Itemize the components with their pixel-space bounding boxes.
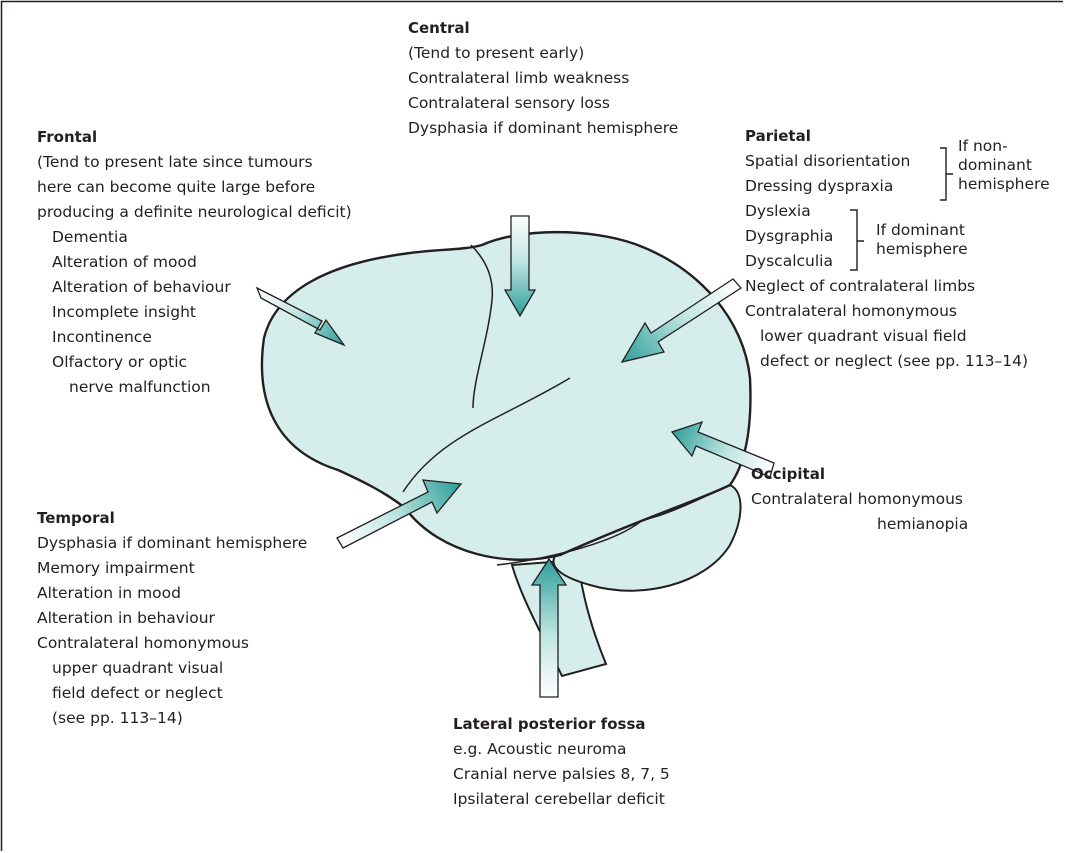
- parietal-nondominant-item: Dressing dyspraxia: [745, 177, 894, 195]
- frontal-item: Alteration of mood: [52, 253, 197, 271]
- frontal-item: Incontinence: [52, 328, 152, 346]
- parietal-item-continuation: defect or neglect (see pp. 113–14): [760, 352, 1029, 370]
- central-heading: Central: [408, 19, 470, 37]
- temporal-item: Alteration in mood: [37, 584, 181, 602]
- temporal-item-continuation: upper quadrant visual: [52, 659, 224, 677]
- parietal-other-item: Neglect of contralateral limbs: [745, 277, 976, 295]
- parietal-other-item: Contralateral homonymous: [745, 302, 957, 320]
- parietal-dominant-note-line: If dominant: [876, 221, 965, 239]
- cerebrum: [260, 230, 752, 561]
- temporal-item-continuation: field defect or neglect: [52, 684, 223, 702]
- occipital-arrow: [670, 420, 775, 478]
- frontal-intro-line: (Tend to present late since tumours: [37, 153, 313, 171]
- parietal-nondominant-note-line: If non-: [958, 137, 1008, 155]
- temporal-item: Alteration in behaviour: [37, 609, 215, 627]
- central-line: Dysphasia if dominant hemisphere: [408, 119, 679, 137]
- parietal-nondominant-bracket: [940, 147, 953, 201]
- frontal-item: Alteration of behaviour: [52, 278, 231, 296]
- parietal-dominant-item: Dysgraphia: [745, 227, 834, 245]
- temporal-heading: Temporal: [37, 509, 115, 527]
- parietal-label-block: Parietal Spatial disorientation Dressing…: [745, 124, 1028, 374]
- central-sulcus: [470, 244, 494, 409]
- parietal-heading: Parietal: [745, 127, 811, 145]
- frontal-item: Incomplete insight: [52, 303, 196, 321]
- posterior-fossa-line: Cranial nerve palsies 8, 7, 5: [453, 765, 670, 783]
- parietal-nondominant-item: Spatial disorientation: [745, 152, 911, 170]
- temporal-label-block: Temporal Dysphasia if dominant hemispher…: [37, 506, 307, 731]
- central-arrow: [503, 215, 537, 318]
- brain-stem: [510, 558, 608, 678]
- temporal-item: Dysphasia if dominant hemisphere: [37, 534, 308, 552]
- frontal-intro-line: producing a definite neurological defici…: [37, 203, 352, 221]
- lateral-fissure: [402, 377, 571, 493]
- occipital-line-continuation: hemianopia: [877, 515, 969, 533]
- frontal-arrow: [255, 286, 346, 347]
- parietal-dominant-bracket: [850, 209, 864, 271]
- frontal-label-block: Frontal (Tend to present late since tumo…: [37, 125, 352, 400]
- posterior-fossa-arrow: [530, 557, 568, 698]
- parietal-arrow: [620, 278, 742, 363]
- parietal-nondominant-note-line: dominant: [958, 156, 1032, 174]
- parietal-dominant-item: Dyslexia: [745, 202, 811, 220]
- occipital-line: Contralateral homonymous: [751, 490, 963, 508]
- posterior-fossa-line: e.g. Acoustic neuroma: [453, 740, 627, 758]
- posterior-fossa-label-block: Lateral posterior fossa e.g. Acoustic ne…: [453, 712, 670, 812]
- occipital-heading: Occipital: [751, 465, 825, 483]
- parietal-nondominant-note: If non- dominant hemisphere: [958, 137, 1050, 194]
- parietal-dominant-item: Dyscalculia: [745, 252, 833, 270]
- central-line: (Tend to present early): [408, 44, 585, 62]
- frontal-item: Olfactory or optic: [52, 353, 188, 371]
- frontal-intro-line: here can become quite large before: [37, 178, 316, 196]
- parietal-nondominant-note-line: hemisphere: [958, 175, 1050, 193]
- occipital-label-block: Occipital Contralateral homonymous hemia…: [751, 462, 968, 537]
- temporal-item-continuation: (see pp. 113–14): [52, 709, 183, 727]
- central-label-block: Central (Tend to present early) Contrala…: [408, 16, 678, 141]
- central-line: Contralateral sensory loss: [408, 94, 611, 112]
- frontal-item-continuation: nerve malfunction: [69, 378, 211, 396]
- frontal-heading: Frontal: [37, 128, 98, 146]
- posterior-fossa-line: Ipsilateral cerebellar deficit: [453, 790, 665, 808]
- central-line: Contralateral limb weakness: [408, 69, 630, 87]
- parietal-dominant-note-line: hemisphere: [876, 240, 968, 258]
- temporal-arrow: [336, 479, 463, 549]
- temporal-lower-line: [496, 521, 641, 566]
- parietal-dominant-note: If dominant hemisphere: [876, 221, 968, 259]
- frontal-item: Dementia: [52, 228, 128, 246]
- parietal-item-continuation: lower quadrant visual field: [760, 327, 967, 345]
- temporal-item: Contralateral homonymous: [37, 634, 249, 652]
- posterior-fossa-heading: Lateral posterior fossa: [453, 715, 646, 733]
- temporal-item: Memory impairment: [37, 559, 195, 577]
